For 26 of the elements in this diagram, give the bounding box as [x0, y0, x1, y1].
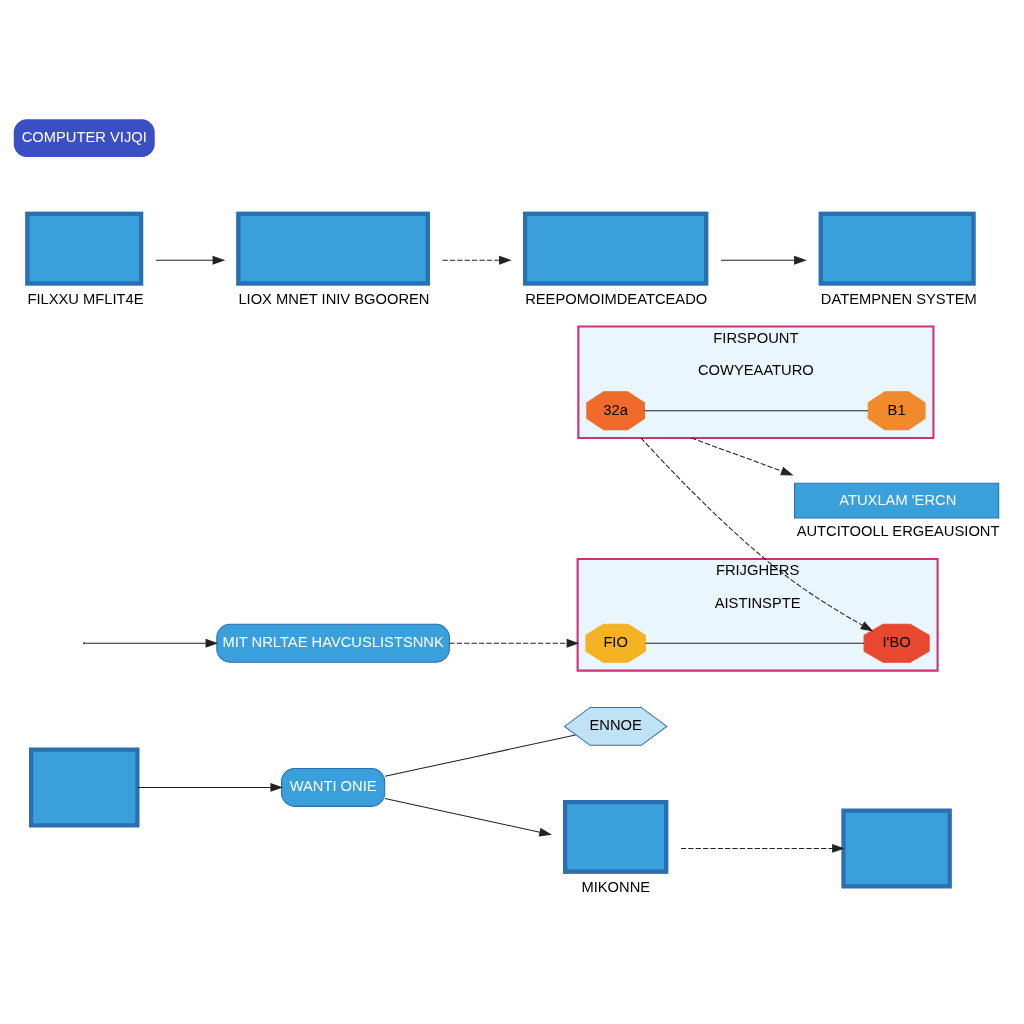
- node-label: AISTINSPTE: [714, 594, 801, 611]
- label: COMPUTER VIJQI: [21, 128, 147, 145]
- node-label: COWYEAATURO: [697, 361, 814, 378]
- node-label: REEPOMOIMDEATCEADO: [525, 290, 708, 307]
- node-box: [841, 807, 952, 888]
- node-box: MIT NRLTAE HAVCUSLISTSNNK: [216, 623, 450, 663]
- arrow: [442, 255, 512, 265]
- arrow: [448, 638, 580, 648]
- node-label: MIKONNE: [581, 878, 651, 895]
- node-box: WANTI ONIE: [281, 767, 386, 807]
- node-box: [29, 746, 140, 827]
- arrow: [680, 843, 845, 853]
- node-label: AUTCITOOLL ERGEAUSIONT: [796, 522, 1000, 539]
- connector: [644, 642, 865, 644]
- node-label: FILXXU MFLIT4E: [27, 290, 144, 307]
- arrow: [640, 437, 874, 631]
- connector: [384, 733, 576, 777]
- arrow: [690, 437, 794, 475]
- connector: [643, 409, 869, 411]
- arrow: [137, 782, 284, 792]
- arrow: [384, 797, 552, 836]
- node-label: DATEMPNEN SYSTEM: [820, 290, 977, 307]
- arrow: [155, 255, 226, 265]
- arrow: [720, 255, 807, 265]
- arrow: [84, 638, 219, 648]
- node-label: LIOX MNET INIV BGOOREN: [238, 290, 430, 307]
